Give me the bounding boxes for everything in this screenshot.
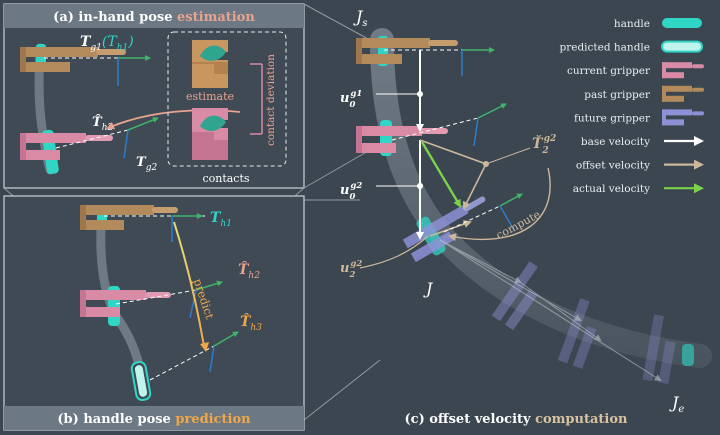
panel-b-past-gripper	[80, 205, 178, 230]
panel-b-predict-arrow	[173, 221, 205, 347]
panel-c-label-js: Js	[353, 7, 368, 29]
panel-a-label-tg1: Tg1(Th1)	[80, 34, 134, 53]
panel-a-past-gripper	[20, 47, 126, 72]
legend-label: future gripper	[574, 112, 651, 124]
panel-b-label-th3: T̂h3	[240, 312, 262, 333]
panel-c-dashed-mid	[391, 117, 479, 141]
panel-a-axis-z-bottom	[123, 129, 129, 159]
panel-c-label-u2g2: u2g2	[340, 259, 362, 280]
legend-item-future-gripper: future gripper	[574, 109, 704, 126]
panel-b: (b) handle pose prediction	[3, 195, 305, 431]
panel-b-caption: (b) handle pose prediction	[57, 412, 251, 427]
legend-swatch-handle	[662, 18, 702, 28]
panel-c-dot-1	[417, 91, 423, 97]
panel-a: (a) in-hand pose estimation Tg1(Th1)	[3, 3, 305, 189]
panel-a-contacts-label: contacts	[202, 172, 249, 185]
panel-b-frame	[3, 195, 305, 431]
panel-c-dashed-future	[443, 205, 501, 233]
panel-c-future-arrows	[439, 239, 662, 382]
legend-label: base velocity	[581, 136, 650, 148]
panel-c-label-u0g2: u0g2	[340, 181, 362, 202]
panel-b-label-th1: Th1	[210, 210, 232, 229]
panel-c-label-je: Je	[669, 393, 684, 415]
panel-c-leader-u2g2	[359, 235, 429, 269]
panel-c-future-gripper-4	[642, 314, 676, 384]
panel-a-caption-highlight: estimation	[177, 10, 255, 25]
legend-label: past gripper	[584, 89, 651, 101]
panel-a-caption-bar	[4, 4, 304, 28]
legend-swatch-current-gripper	[662, 62, 704, 79]
panel-c-dot-2	[417, 183, 423, 189]
legend-swatch-actual-velocity	[664, 183, 704, 194]
panel-c-label-j: J	[423, 279, 434, 298]
panel-c-future-gripper-3	[557, 297, 597, 369]
panel-c-offset-velocity-2	[429, 220, 472, 237]
panel-c-handle-end	[682, 344, 694, 366]
panel-a-estimate-label: estimate	[186, 90, 234, 103]
panel-a-contact-deviation-label: contact deviation	[265, 54, 277, 146]
panel-b-predicted-handle-inner	[134, 365, 148, 397]
panel-c-past-gripper	[356, 38, 458, 64]
legend-swatch-future-gripper	[662, 109, 704, 126]
panel-c-axis-x-future	[499, 193, 523, 207]
panel-a-axis-x-bottom	[127, 117, 159, 131]
panel-c-axis-x-mid	[477, 103, 507, 119]
legend-swatch-offset-velocity	[664, 159, 704, 170]
panel-b-caption-bar	[4, 406, 304, 430]
panel-c-axis-z-mid	[473, 117, 479, 147]
legend-item-base-velocity: base velocity	[581, 136, 704, 148]
panel-c-future-gripper-2	[491, 261, 538, 331]
legend-label: handle	[614, 18, 650, 30]
legend-item-handle: handle	[614, 18, 702, 30]
legend-item-current-gripper: current gripper	[567, 62, 704, 79]
panel-c-actual-velocity	[420, 141, 462, 208]
legend-item-offset-velocity: offset velocity	[576, 159, 704, 172]
panel-b-caption-prefix: (b) handle pose	[57, 412, 175, 427]
panel-c: Js u0g1 u0g2 u2g2 Ť2g2 compute J Je (c) …	[340, 7, 712, 427]
panel-b-current-gripper	[80, 290, 171, 317]
panel-b-axis-x-mid	[195, 280, 223, 291]
legend-label: offset velocity	[576, 160, 650, 172]
panel-b-dashed-bottom	[149, 345, 215, 381]
panel-a-contact-box	[167, 31, 287, 167]
panel-a-contact-actual	[192, 108, 228, 160]
panel-c-compute-arrow	[448, 167, 551, 242]
legend-item-actual-velocity: actual velocity	[573, 183, 704, 195]
panel-b-predict-arrowhead	[200, 342, 209, 352]
panel-a-label-tg2: Tg2	[136, 155, 157, 173]
connector-a-c-bottom	[303, 149, 371, 189]
connector-b-c-bottom	[303, 359, 381, 421]
panel-c-caption-prefix: (c) offset velocity	[405, 412, 536, 427]
panel-c-caption-highlight: computation	[535, 412, 628, 427]
panel-b-caption-highlight: prediction	[175, 412, 251, 427]
legend-swatch-base-velocity	[664, 136, 704, 146]
legend-swatch-past-gripper	[662, 85, 704, 102]
panel-c-label-u0g1: u0g1	[340, 89, 362, 110]
connector-a-c-top	[303, 3, 371, 41]
legend: handle predicted handle current gripper pas…	[560, 18, 704, 195]
legend-item-predicted-handle: predicted handle	[560, 40, 703, 54]
legend-swatch-predicted-handle	[661, 40, 703, 53]
panel-c-caption: (c) offset velocity computation	[405, 412, 629, 427]
panel-a-caption: (a) in-hand pose estimation	[53, 10, 255, 25]
panel-c-axis-z-future	[499, 205, 515, 231]
legend-label: current gripper	[567, 65, 651, 77]
panel-c-leader-t2g2	[485, 147, 531, 165]
panel-b-axis-x-bottom	[213, 331, 239, 347]
panel-b-axis-z-mid	[189, 289, 197, 319]
panel-b-label-th2: T̂h2	[238, 260, 260, 281]
panel-a-caption-prefix: (a) in-hand pose	[53, 10, 177, 25]
panel-a-contact-estimate	[192, 40, 228, 88]
legend-label: predicted handle	[560, 42, 651, 54]
panel-a-dashed-bottom	[55, 129, 129, 149]
legend-item-past-gripper: past gripper	[584, 85, 704, 102]
panel-c-current-gripper	[356, 126, 448, 153]
panel-b-axis-z-bottom	[209, 345, 215, 373]
legend-label: actual velocity	[573, 183, 650, 195]
panel-c-label-t2g2: Ť2g2	[532, 134, 556, 156]
